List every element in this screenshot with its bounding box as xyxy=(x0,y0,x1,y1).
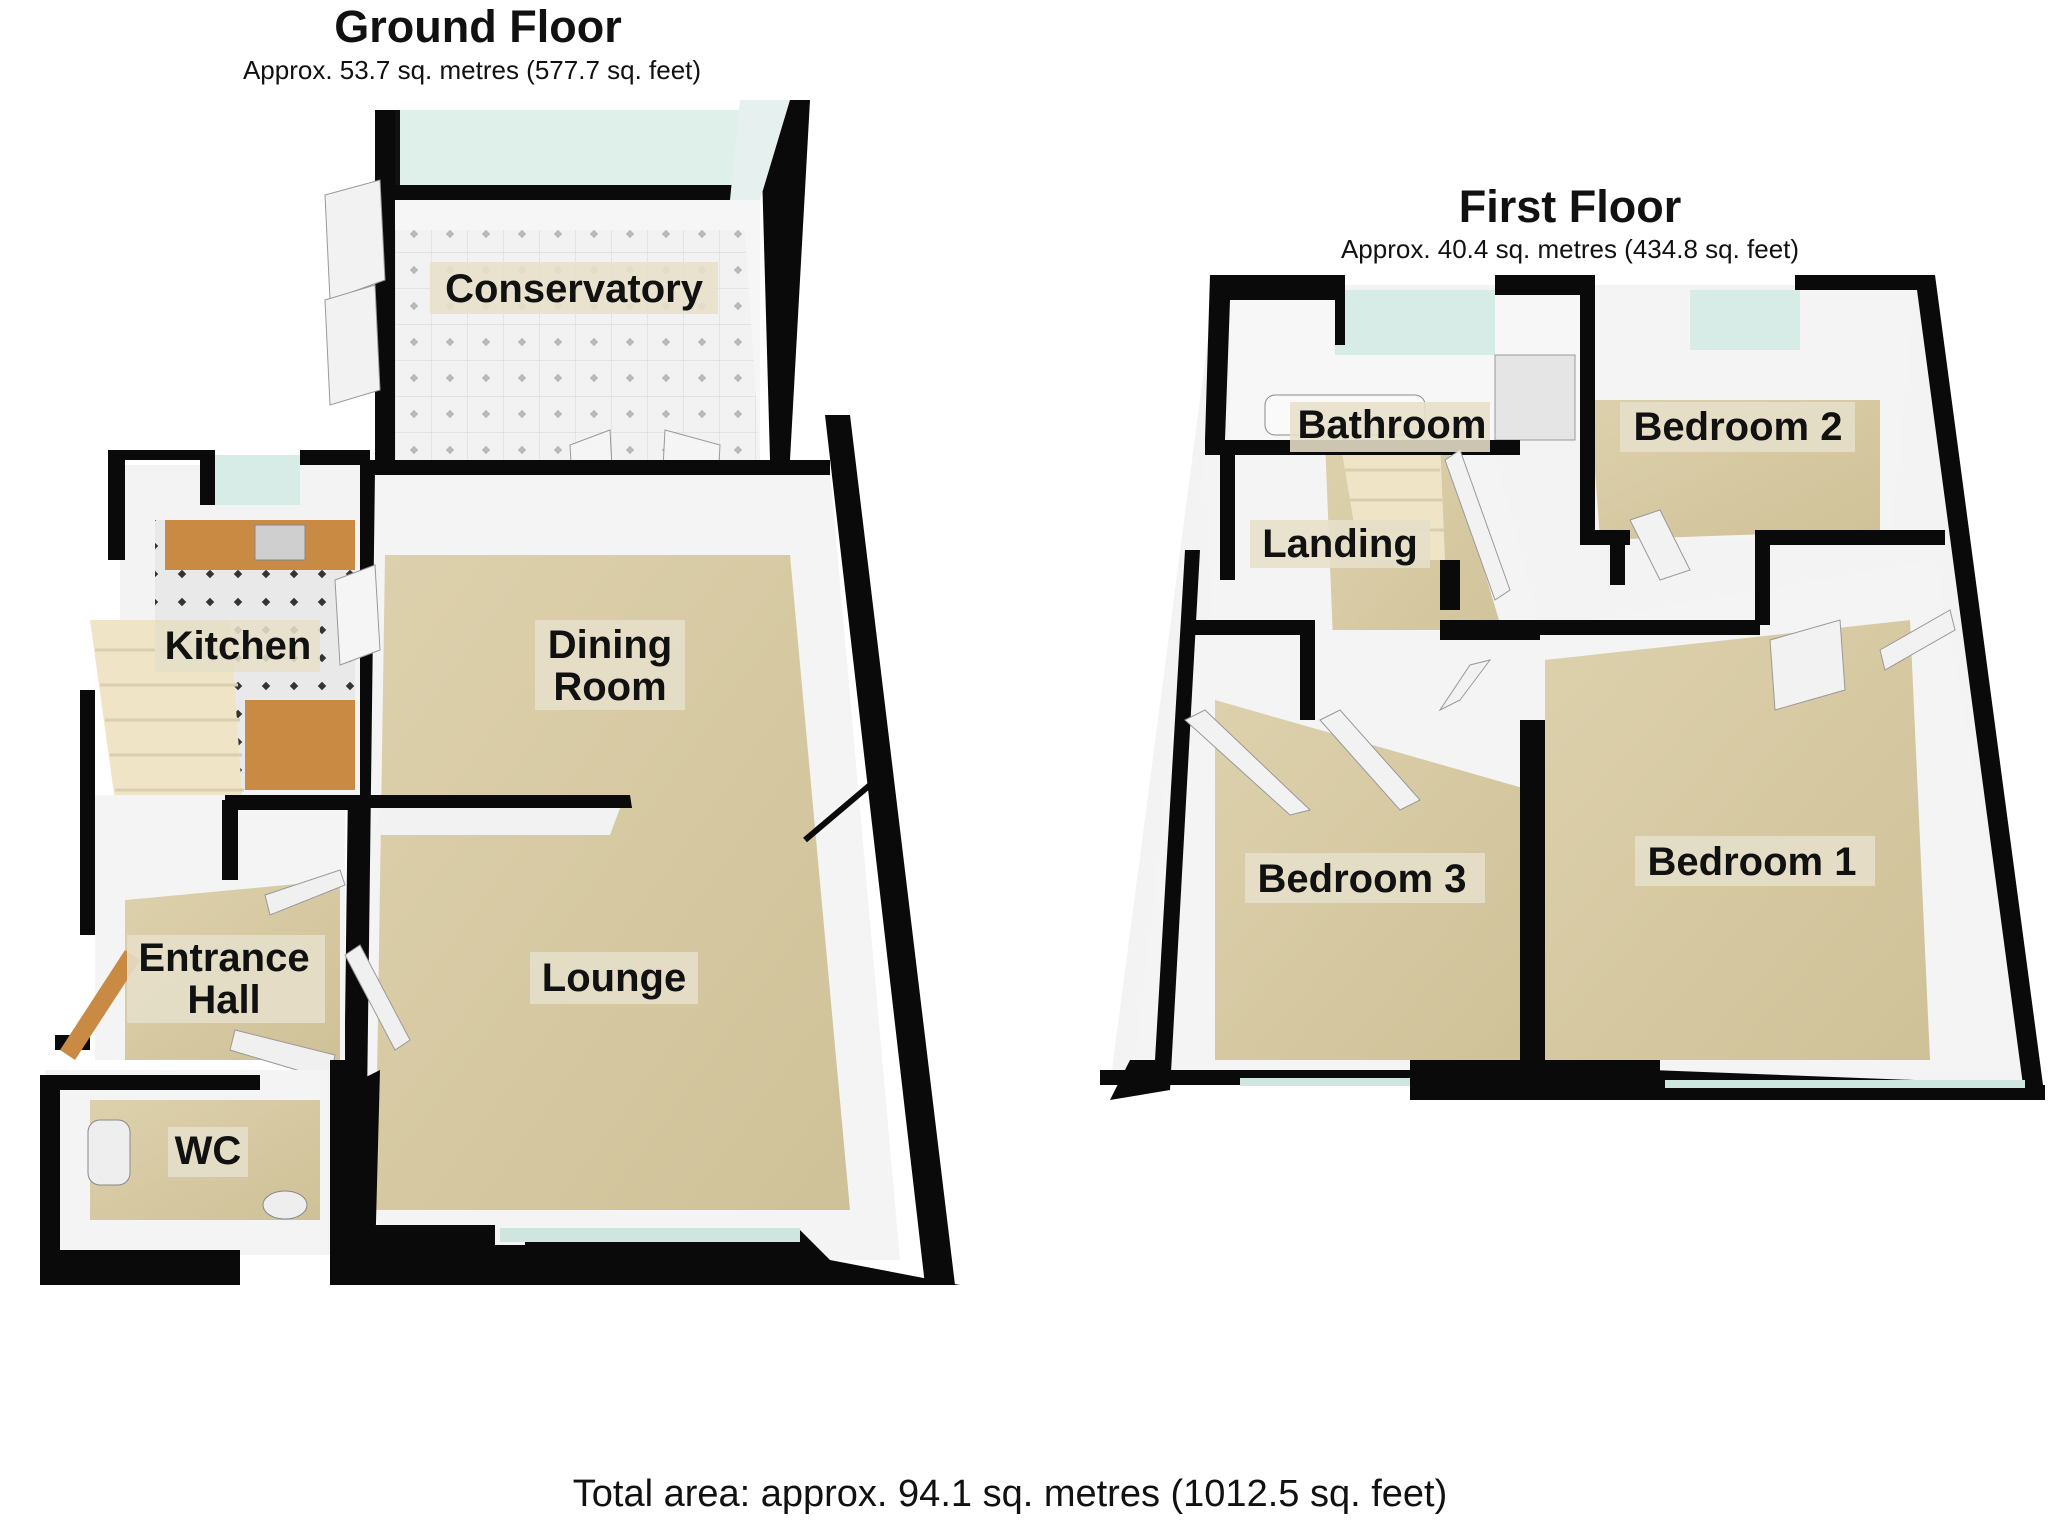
bedroom-3-room xyxy=(1135,630,1540,1070)
ground-floor-title: Ground Floor xyxy=(334,1,621,52)
bathroom-door xyxy=(1444,449,1511,601)
hall-door-1 xyxy=(264,869,346,916)
hall-door-2 xyxy=(344,944,411,1051)
entrance-hall-label-line1: Entrance xyxy=(138,936,309,980)
first-floor-walls xyxy=(1100,275,2045,1100)
first-floor-plan xyxy=(1100,275,2045,1100)
dining-lounge-room xyxy=(330,415,960,1285)
bedroom-2-label: Bedroom 2 xyxy=(1634,405,1843,449)
total-area: Total area: approx. 94.1 sq. metres (101… xyxy=(573,1473,1447,1515)
ground-floor-plan xyxy=(40,100,960,1285)
first-floor-area: Approx. 40.4 sq. metres (434.8 sq. feet) xyxy=(1341,234,1799,264)
wc-label: WC xyxy=(175,1129,242,1173)
lounge-label: Lounge xyxy=(542,956,686,1000)
conservatory-side-door xyxy=(324,179,386,301)
basin-icon xyxy=(262,1190,308,1220)
bedroom-1-label: Bedroom 1 xyxy=(1648,840,1857,884)
bathroom-label: Bathroom xyxy=(1298,403,1487,447)
toilet-icon xyxy=(87,1119,131,1186)
dining-room-label-line1: Dining xyxy=(548,623,672,667)
kitchen-door xyxy=(334,564,381,666)
bedroom-1-wardrobe-door xyxy=(1879,609,1956,671)
bedroom-3-door xyxy=(1319,709,1421,811)
bedroom-3-label: Bedroom 3 xyxy=(1258,857,1467,901)
first-floor-header: First Floor Approx. 40.4 sq. metres (434… xyxy=(1341,181,1799,264)
entrance-hall-label-line2: Hall xyxy=(187,978,260,1022)
conservatory-label: Conservatory xyxy=(445,267,704,311)
ground-floor-area: Approx. 53.7 sq. metres (577.7 sq. feet) xyxy=(243,55,701,85)
bedroom-1-door xyxy=(1438,659,1492,712)
dining-room-label-line2: Room xyxy=(553,665,666,709)
first-floor-title: First Floor xyxy=(1459,181,1682,232)
kitchen-label: Kitchen xyxy=(165,624,312,668)
bedroom-2-door xyxy=(1629,509,1691,581)
landing-label: Landing xyxy=(1262,522,1418,566)
bedroom-3-cupboard-door xyxy=(1184,709,1312,816)
ground-floor-header: Ground Floor Approx. 53.7 sq. metres (57… xyxy=(243,1,701,85)
front-door xyxy=(60,950,140,1060)
cupboard-door xyxy=(1769,619,1846,711)
